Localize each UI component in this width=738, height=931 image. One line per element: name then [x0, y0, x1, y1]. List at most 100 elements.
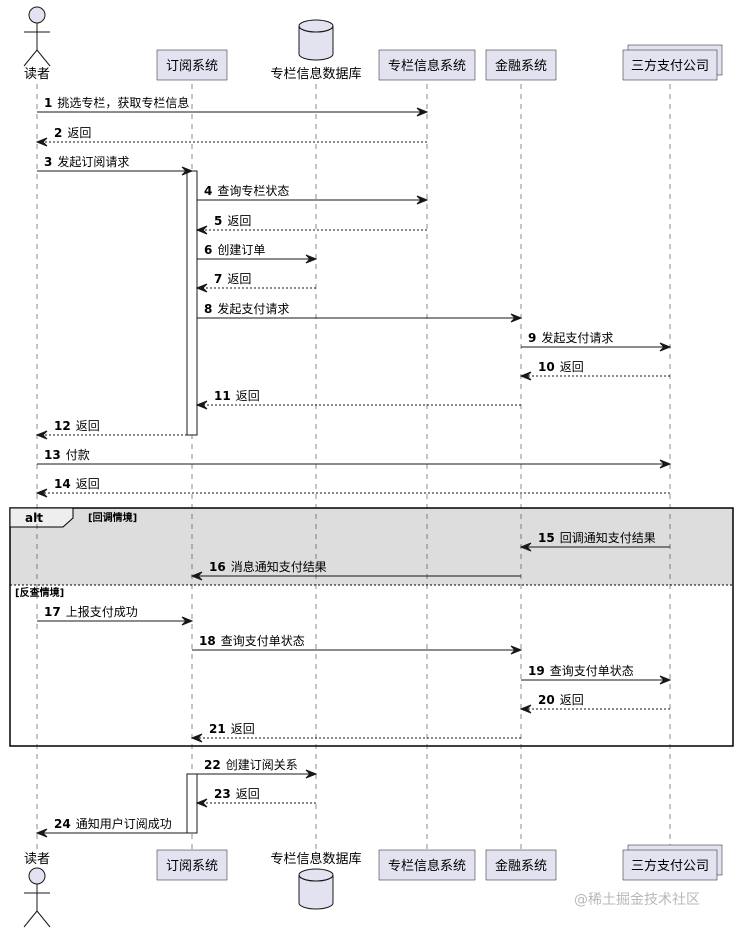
message-number: 3 [44, 155, 52, 169]
database-icon [298, 868, 334, 910]
participant-box [622, 849, 718, 881]
arrowhead [659, 342, 672, 352]
participant-reader-top: 读者 [23, 6, 51, 82]
message-9: 9 发起支付请求 [521, 330, 672, 352]
message-text: 返回 [76, 419, 100, 433]
arrowhead [519, 371, 532, 381]
arrowhead [510, 645, 523, 655]
participant-label: 专栏信息系统 [388, 58, 466, 74]
message-text: 返回 [236, 389, 260, 403]
participant-reader-bottom: 读者 [23, 852, 51, 928]
message-text: 返回 [560, 360, 584, 374]
message-number: 23 [214, 787, 231, 801]
arrowhead [519, 542, 532, 552]
watermark: @稀土掘金技术社区 [574, 892, 700, 908]
actor-icon [23, 867, 51, 928]
activation-bar [186, 773, 198, 834]
participant-label: 读者 [24, 852, 50, 867]
message-number: 13 [44, 448, 61, 462]
arrowhead [305, 769, 318, 779]
message-text: 付款 [66, 448, 90, 462]
message-number: 20 [538, 693, 555, 707]
message-number: 12 [54, 419, 71, 433]
message-text: 消息通知支付结果 [231, 559, 327, 574]
arrowhead [195, 798, 208, 808]
participant-db-top: 专栏信息数据库 [270, 19, 362, 82]
message-number: 1 [44, 96, 52, 110]
participant-col-bottom: 专栏信息系统 [378, 849, 476, 881]
message-number: 4 [204, 184, 212, 198]
message-number: 14 [54, 477, 71, 491]
participant-label: 读者 [24, 67, 50, 82]
message-label: 11 返回 [214, 389, 260, 403]
participant-box [485, 849, 557, 881]
arrowhead [519, 704, 532, 714]
arrowhead [195, 283, 208, 293]
message-number: 11 [214, 389, 231, 403]
message-text: 发起支付请求 [217, 301, 289, 316]
message-label: 12 返回 [54, 419, 100, 433]
message-text: 通知用户订阅成功 [76, 816, 172, 831]
message-number: 24 [54, 817, 71, 831]
message-text: 返回 [231, 722, 255, 736]
database-icon [298, 19, 334, 61]
message-label: 9 发起支付请求 [528, 330, 613, 345]
message-number: 9 [528, 331, 536, 345]
participant-label: 三方支付公司 [631, 858, 709, 874]
message-number: 18 [199, 634, 216, 648]
message-text: 返回 [227, 214, 251, 228]
arrowhead [35, 137, 48, 147]
participant-label: 金融系统 [495, 858, 547, 874]
participant-pay-top: 三方支付公司 [622, 44, 723, 81]
arrowhead [416, 195, 429, 205]
message-13: 13 付款 [37, 448, 672, 469]
message-text: 上报支付成功 [66, 604, 138, 619]
message-number: 8 [204, 302, 212, 316]
participant-fin-bottom: 金融系统 [485, 849, 557, 881]
message-number: 7 [214, 272, 222, 286]
participant-sub-bottom: 订阅系统 [156, 849, 228, 881]
participant-label: 订阅系统 [166, 59, 218, 74]
participant-box [156, 49, 228, 81]
participant-label: 专栏信息数据库 [270, 851, 361, 867]
participant-db-bottom: 专栏信息数据库 [270, 851, 362, 910]
participant-label: 专栏信息数据库 [270, 66, 361, 82]
arrowhead [659, 459, 672, 469]
participant-col-top: 专栏信息系统 [378, 49, 476, 81]
alt-guard-1: [回调情境] [88, 511, 137, 524]
message-text: 创建订单 [217, 243, 265, 257]
message-text: 查询支付单状态 [221, 634, 305, 648]
message-text: 查询支付单状态 [550, 664, 634, 678]
message-label: 24 通知用户订阅成功 [54, 816, 172, 831]
message-24: 24 通知用户订阅成功 [35, 816, 187, 838]
message-12: 12 返回 [35, 419, 187, 440]
message-text: 发起支付请求 [541, 330, 613, 345]
message-text: 创建订阅关系 [226, 758, 298, 772]
arrowhead [195, 225, 208, 235]
message-label: 8 发起支付请求 [204, 301, 289, 316]
